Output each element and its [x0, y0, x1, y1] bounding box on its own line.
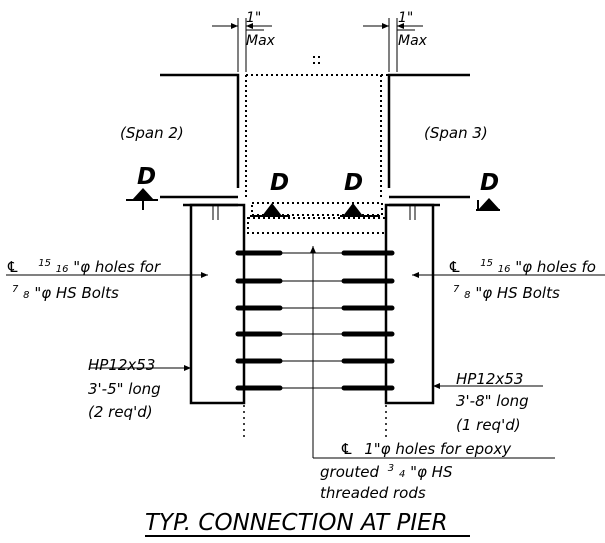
left-pile-size: HP12x53: [88, 356, 155, 374]
left-pile-qty: (2 req'd): [88, 403, 153, 421]
right-holes-note: ℄ 15 16 "φ holes fo: [448, 252, 596, 276]
section-mark-d4: D: [480, 170, 499, 196]
drawing-title: TYP. CONNECTION AT PIER: [145, 510, 448, 536]
rod-centers: [280, 252, 344, 389]
right-holes-cl: ℄: [448, 258, 461, 276]
right-bolts-text: "φ HS Bolts: [475, 284, 560, 302]
section-cut-4: [476, 198, 500, 211]
left-pile: [189, 203, 246, 405]
rod-note-line3: threaded rods: [320, 484, 426, 502]
left-bolts-text: "φ HS Bolts: [34, 284, 119, 302]
section-cut-3: [340, 203, 380, 217]
right-bolts-num: 7: [453, 284, 460, 295]
rod-note-den: 4: [399, 469, 405, 480]
centerline-marks: [313, 56, 320, 64]
pile-centerlines: [243, 405, 387, 440]
section-cut-1: [126, 188, 158, 210]
left-holes-text: "φ holes for: [73, 258, 161, 276]
rod-note-hs: "φ HS: [410, 463, 453, 481]
rod-note-line1: ℄ 1"φ holes for epoxy: [340, 440, 512, 458]
left-gap-dimension: [212, 18, 272, 72]
section-cut-2: [250, 203, 290, 217]
right-gap-unit: Max: [398, 33, 428, 49]
section-mark-d3: D: [344, 170, 363, 196]
rod-note-grouted: grouted: [320, 463, 379, 481]
right-holes-num: 15: [480, 258, 493, 269]
left-gap-unit: Max: [246, 33, 276, 49]
left-pile-length: 3'-5" long: [88, 380, 161, 398]
right-holes-text: "φ holes fo: [515, 258, 596, 276]
right-holes-den: 16: [498, 264, 511, 275]
rod-note-num: 3: [388, 463, 394, 474]
right-pile-length: 3'-8" long: [456, 392, 529, 410]
span-label-right: (Span 3): [424, 124, 488, 142]
section-mark-d2: D: [270, 170, 289, 196]
left-gap-value: 1": [246, 10, 261, 26]
left-holes-num: 15: [38, 258, 51, 269]
rod-leaders: [310, 246, 555, 459]
right-pile-size: HP12x53: [456, 370, 523, 388]
left-holes-den: 16: [56, 264, 69, 275]
section-mark-d1: D: [137, 164, 156, 190]
left-bolts-den: 8: [23, 290, 29, 301]
span-label-left: (Span 2): [120, 124, 184, 142]
rod-note-line2: grouted 3 4 "φ HS: [320, 457, 453, 481]
rod-note-cl: ℄: [340, 440, 353, 458]
right-pile: [384, 203, 435, 405]
left-holes-note: ℄ 15 16 "φ holes for: [6, 252, 161, 276]
left-bolts-note: 7 8 "φ HS Bolts: [12, 278, 119, 302]
threaded-rods: [235, 250, 395, 391]
left-bolts-num: 7: [12, 284, 19, 295]
right-pile-qty: (1 req'd): [456, 416, 521, 434]
left-holes-cl: ℄: [6, 258, 19, 276]
right-gap-dimension: [363, 18, 423, 72]
right-bolts-den: 8: [464, 290, 470, 301]
right-bolts-note: 7 8 "φ HS Bolts: [453, 278, 560, 302]
right-gap-value: 1": [398, 10, 413, 26]
rod-note-holes: 1"φ holes for epoxy: [364, 440, 512, 458]
